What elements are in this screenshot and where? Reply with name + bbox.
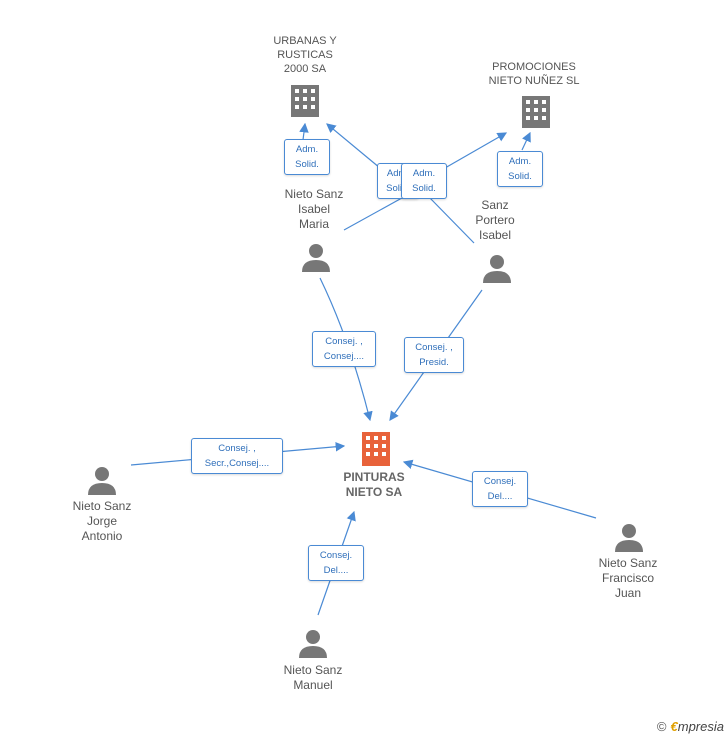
edge-label-isabel-urbanas[interactable]: Adm. Solid. [284,139,330,175]
brand-footer: ©€mpresia [657,719,724,734]
node-isabel-maria-label[interactable]: Nieto Sanz Isabel Maria [284,187,344,231]
node-sanz-portero-label[interactable]: Sanz Portero Isabel [475,198,515,242]
person-icon [302,244,330,272]
edge-label-sanz-pinturas[interactable]: Consej. , Presid. [404,337,464,373]
edge-label-isabel-pinturas[interactable]: Consej. , Consej.... [312,331,376,367]
edge-sanz-urbanas [427,195,475,244]
edge-promo-short [521,131,531,151]
person-icon [615,524,643,552]
edge-label-sanz-promo[interactable]: Adm. Solid. [497,151,543,187]
copyright-symbol: © [656,719,667,734]
node-pinturas-label[interactable]: PINTURAS NIETO SA [343,470,405,499]
node-jorge-label[interactable]: Nieto Sanz Jorge Antonio [72,499,132,543]
node-francisco-label[interactable]: Nieto Sanz Francisco Juan [598,556,658,600]
edge-urbanas-short [299,122,309,141]
edge-label-francisco-pinturas[interactable]: Consej. Del.... [472,471,528,507]
node-promociones-label[interactable]: PROMOCIONES NIETO NUÑEZ SL [488,61,580,87]
person-icon [483,255,511,283]
edge-sanz-promo [444,132,508,169]
brand-logo-letter: € [670,719,678,734]
main-building-icon [362,432,390,466]
node-manuel-label[interactable]: Nieto Sanz Manuel [283,663,343,692]
person-icon [88,467,116,495]
edge-label-jorge-pinturas[interactable]: Consej. , Secr.,Consej.... [191,438,283,474]
edge-isabel-urbanas [326,123,381,169]
edge-label-manuel-pinturas[interactable]: Consej. Del.... [308,545,364,581]
person-icon [299,630,327,658]
node-urbanas-label[interactable]: URBANAS Y RUSTICAS 2000 SA [273,35,337,75]
edge-label-sanz-urbanas[interactable]: Adm. Solid. [401,163,447,199]
brand-name: mpresia [677,719,724,734]
